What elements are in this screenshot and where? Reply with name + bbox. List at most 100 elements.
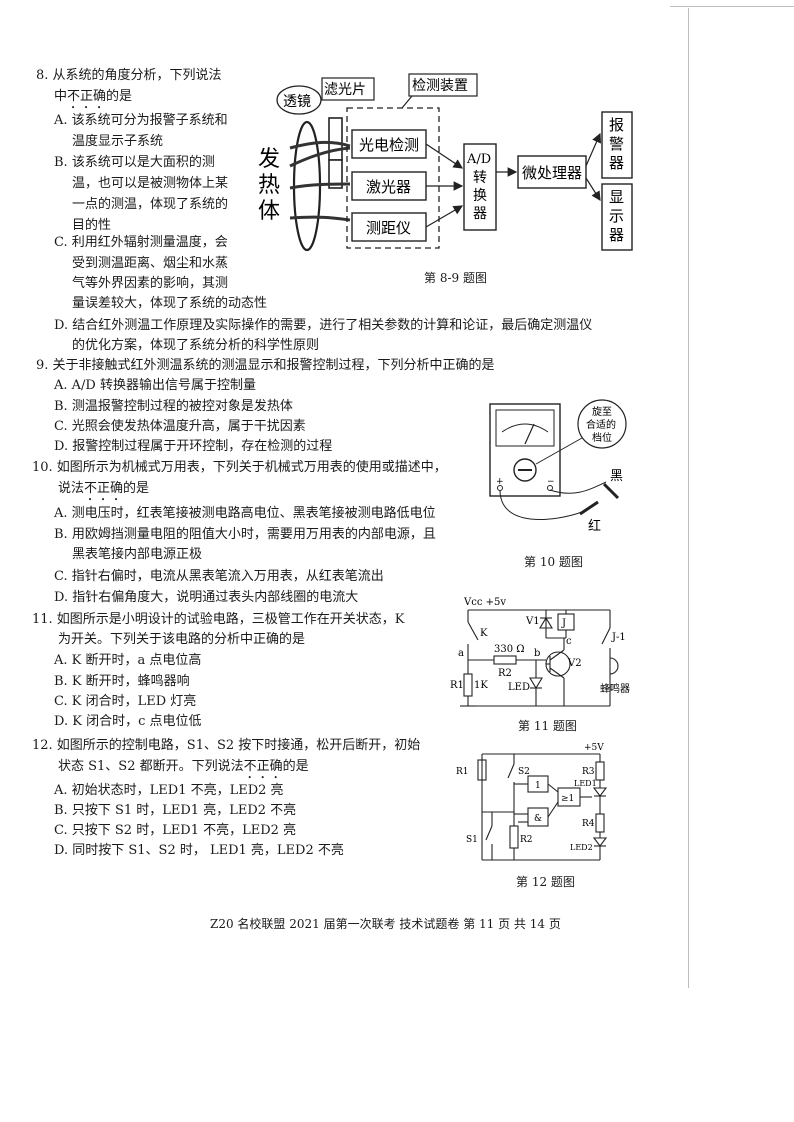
ir-beam bbox=[289, 215, 351, 222]
page-footer: Z20 名校联盟 2021 届第一次联考 技术试题卷 第 11 页 共 14 页 bbox=[210, 917, 561, 931]
detection-device-label: 检测装置 bbox=[412, 78, 468, 94]
alarm-label: 警 bbox=[609, 135, 624, 153]
q11-option-d: D. K 闭合时，c 点电位低 bbox=[54, 714, 202, 729]
q8-option-c: C. 利用红外辐射测量温度，会 bbox=[54, 235, 228, 250]
ad-converter-label: A/D bbox=[466, 152, 491, 167]
wire bbox=[547, 801, 559, 818]
ad-converter-label: 换 bbox=[473, 187, 487, 204]
display-label: 显 bbox=[609, 188, 624, 206]
microprocessor-box bbox=[517, 155, 587, 189]
meter-needle bbox=[524, 423, 535, 445]
q9-option-a: A. A/D 转换器输出信号属于控制量 bbox=[54, 378, 256, 393]
s2-label: S2 bbox=[518, 767, 530, 777]
transistor-collector bbox=[549, 649, 565, 661]
v2-label: V2 bbox=[567, 658, 582, 669]
display-label: 示 bbox=[609, 207, 624, 225]
jack-minus-label: − bbox=[547, 477, 555, 487]
callout-pointer bbox=[535, 437, 583, 465]
figure-10-caption: 第 10 题图 bbox=[524, 555, 583, 569]
scan-edge-right bbox=[688, 8, 689, 988]
r3-label: R3 bbox=[582, 767, 595, 777]
scan-edge-top bbox=[670, 6, 794, 7]
detection-device-box bbox=[346, 107, 440, 249]
q12-option-a: A. 初始状态时，LED1 不亮，LED2 亮 bbox=[54, 783, 284, 798]
heat-source-label: 发 bbox=[258, 147, 280, 172]
led-label: LED bbox=[508, 682, 530, 693]
j-label: J bbox=[561, 618, 566, 629]
figure-11-caption: 第 11 题图 bbox=[518, 719, 577, 733]
resistor-r1 bbox=[463, 673, 473, 697]
ir-beam bbox=[289, 182, 351, 190]
meter-scale bbox=[501, 423, 549, 433]
q8-option-a: A. 该系统可分为报警子系统和 bbox=[54, 113, 228, 128]
display-label: 器 bbox=[609, 226, 624, 244]
switch-k[interactable] bbox=[467, 621, 479, 641]
laser-label: 激光器 bbox=[366, 178, 411, 196]
wire bbox=[547, 783, 559, 793]
q11-option-a: A. K 断开时，a 点电位高 bbox=[54, 653, 202, 668]
arrow bbox=[585, 177, 601, 202]
arrow bbox=[425, 143, 463, 169]
vcc-label: Vcc +5v bbox=[463, 597, 506, 608]
led1-label: LED1 bbox=[574, 779, 597, 788]
node-a-label: a bbox=[458, 648, 464, 659]
led-symbol bbox=[529, 677, 543, 690]
black-probe bbox=[602, 482, 620, 500]
figure-8-9-caption: 第 8-9 题图 bbox=[424, 271, 487, 285]
heat-source-label: 热 bbox=[258, 173, 280, 198]
led1-symbol bbox=[592, 787, 608, 797]
filter-box bbox=[321, 77, 375, 101]
jack-plus-label: + bbox=[496, 477, 504, 487]
q8-option-d: D. 结合红外测温工作原理及实际操作的需要，进行了相关参数的计算和论证，最后确定… bbox=[54, 318, 593, 333]
q11-option-b: B. K 断开时，蜂鸣器响 bbox=[54, 674, 190, 689]
v1-label: V1 bbox=[525, 616, 540, 627]
buzzer-symbol bbox=[609, 657, 619, 675]
switch-s1[interactable] bbox=[485, 825, 493, 841]
q8-option-b-cont: 目的性 bbox=[72, 218, 112, 233]
q8-option-b-cont: 一点的测温，体现了系统的 bbox=[72, 197, 229, 212]
r1-value-label: 1K bbox=[474, 680, 488, 691]
resistor-r1 bbox=[477, 759, 487, 781]
vcc-label: +5V bbox=[584, 743, 604, 753]
node-c-label: c bbox=[566, 636, 572, 647]
r2-value-label: 330 Ω bbox=[494, 644, 525, 655]
rangefinder-box bbox=[351, 212, 427, 242]
q8-option-b-cont: 温，也可以是被测物体上某 bbox=[72, 176, 229, 191]
q10-option-b: B. 用欧姆挡测量电阻的阻值大小时，需要用万用表的内部电源，且 bbox=[54, 527, 436, 542]
figure-8-9-block-diagram: 发 热 体 透镜 滤光片 检测装置 光电检测 激光器 测距仪 A/D 转 换 器… bbox=[258, 73, 633, 252]
q10-option-d: D. 指针右偏角度大，说明通过表头内部线圈的电流大 bbox=[54, 590, 359, 605]
s1-label: S1 bbox=[466, 835, 478, 845]
q9-stem: 9. 关于非接触式红外测温系统的测温显示和报警控制过程，下列分析中正确的是 bbox=[36, 358, 495, 373]
q10-option-a: A. 测电压时，红表笔接被测电路高电位、黑表笔接被测电路低电位 bbox=[54, 506, 436, 521]
meter-face bbox=[495, 409, 555, 447]
red-probe bbox=[579, 500, 599, 516]
r1-label: R1 bbox=[450, 680, 464, 691]
alarm-label: 器 bbox=[609, 154, 624, 172]
switch-s2[interactable] bbox=[507, 763, 515, 779]
q11-stem-line1: 11. 如图所示是小明设计的试验电路，三极管工作在开关状态，K bbox=[32, 612, 405, 627]
led2-label: LED2 bbox=[570, 843, 593, 852]
q11-stem-line2: 为开关。下列关于该电路的分析中正确的是 bbox=[58, 632, 306, 647]
q12-option-b: B. 只按下 S1 时，LED1 亮，LED2 不亮 bbox=[54, 803, 297, 818]
callout-text: 旋至 bbox=[592, 405, 612, 418]
q8-option-c-cont: 气等外界因素的影响，其测 bbox=[72, 276, 229, 291]
rangefinder-label: 测距仪 bbox=[366, 219, 411, 237]
q10-option-b-cont: 黑表笔接内部电源正极 bbox=[72, 547, 203, 562]
q11-option-c: C. K 闭合时，LED 灯亮 bbox=[54, 694, 197, 709]
r2-label: R2 bbox=[498, 668, 512, 679]
detection-device-label-box bbox=[408, 73, 478, 97]
ir-beam bbox=[289, 146, 351, 168]
resistor-r3 bbox=[595, 761, 605, 781]
led2-symbol bbox=[592, 837, 608, 847]
red-lead bbox=[499, 489, 583, 521]
connector bbox=[401, 95, 413, 109]
q10-stem-line1: 10. 如图所示为机械式万用表，下列关于机械式万用表的使用或描述中， bbox=[32, 460, 447, 475]
q8-option-a-cont: 温度显示子系统 bbox=[72, 134, 164, 149]
q12-option-d: D. 同时按下 S1、S2 时， LED1 亮，LED2 不亮 bbox=[54, 843, 344, 858]
filter-label: 滤光片 bbox=[324, 82, 366, 98]
resistor-r4 bbox=[595, 813, 605, 833]
q8-option-b: B. 该系统可以是大面积的测 bbox=[54, 155, 215, 170]
q9-option-c: C. 光照会使发热体温度升高，属于干扰因素 bbox=[54, 419, 306, 434]
q12-stem-line2: 状态 S1、S2 都断开。下列说法不正确的是 bbox=[58, 759, 309, 774]
callout-text: 合适的 bbox=[586, 418, 616, 431]
